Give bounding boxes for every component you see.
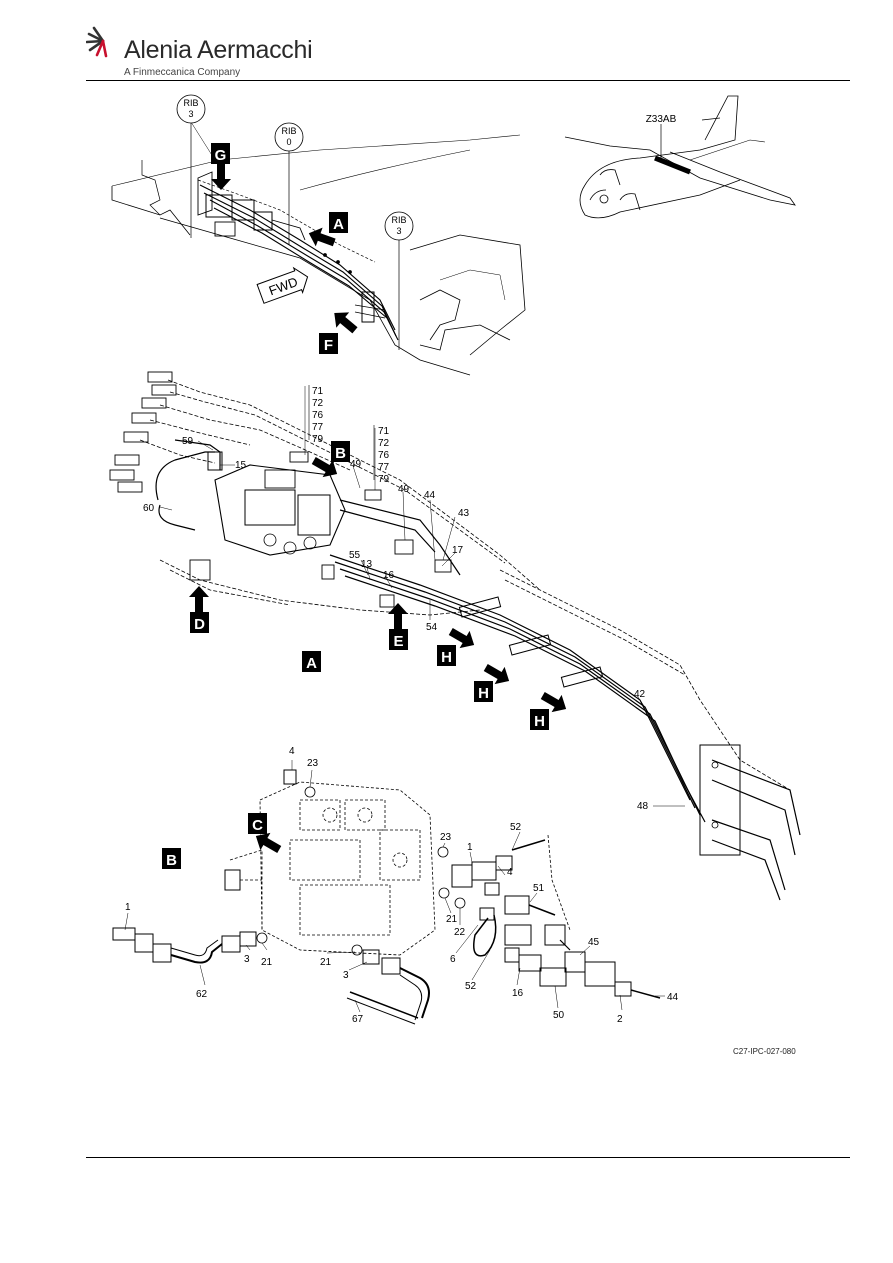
part-number-label: 16: [512, 988, 524, 999]
part-number-label: 21: [320, 957, 332, 968]
part-number-label: 16: [383, 570, 395, 581]
zone-label: Z33AB: [646, 114, 677, 125]
svg-text:H: H: [534, 713, 545, 730]
part-number-label: 17: [452, 545, 464, 556]
part-number-label: 42: [634, 689, 646, 700]
part-number-label: 43: [458, 508, 470, 519]
svg-text:G: G: [215, 147, 227, 164]
part-number-label: 15: [235, 460, 247, 471]
part-number-label: 52: [465, 981, 477, 992]
part-number-label: 67: [352, 1014, 364, 1025]
rib-callout: RIB 0: [274, 122, 304, 152]
rib-callout-line2: 3: [188, 109, 193, 119]
aircraft-locator-drawing: [564, 95, 796, 219]
part-number-label: 77: [378, 462, 390, 473]
part-number-label: 76: [312, 410, 324, 421]
rib-callout-line1: RIB: [391, 215, 406, 225]
svg-text:F: F: [324, 337, 333, 354]
page-header: Alenia Aermacchi A Finmeccanica Company: [0, 0, 893, 82]
part-number-label: 79: [378, 474, 390, 485]
part-number-label: 48: [637, 801, 649, 812]
part-number-label: 6: [450, 954, 456, 965]
view-flag-g: G: [211, 143, 230, 164]
view-flag-a: A: [329, 212, 348, 233]
part-number-label: 52: [510, 822, 522, 833]
rib-callout-line2: 0: [286, 137, 291, 147]
rib-callout-line1: RIB: [281, 126, 296, 136]
part-number-label: 50: [553, 1010, 565, 1021]
overview-wing-drawing: [111, 121, 526, 376]
part-number-label: 62: [196, 989, 208, 1000]
part-number-label: 13: [361, 559, 373, 570]
rib-callout: RIB 3: [176, 94, 206, 124]
detail-flag-b: B: [162, 848, 181, 869]
part-number-label: 76: [378, 450, 390, 461]
view-flag-f: F: [319, 333, 338, 354]
part-number-label: 1: [125, 902, 131, 913]
part-number-label: 21: [446, 914, 458, 925]
part-number-label: 72: [312, 398, 324, 409]
figure-reference-code: C27-IPC-027-080: [733, 1047, 796, 1056]
part-number-label: 54: [426, 622, 438, 633]
rib-callout-line1: RIB: [183, 98, 198, 108]
part-number-label: 49: [350, 459, 362, 470]
part-number-label: 45: [588, 937, 600, 948]
part-number-label: 3: [343, 970, 349, 981]
part-number-label: 23: [307, 758, 319, 769]
part-number-label: 22: [454, 927, 466, 938]
svg-text:B: B: [335, 445, 346, 462]
alenia-logo-icon: [86, 26, 108, 58]
part-number-label: 79: [312, 434, 324, 445]
svg-text:A: A: [306, 655, 317, 672]
svg-text:B: B: [166, 852, 177, 869]
footer-rule: [86, 1157, 850, 1158]
rib-callout: RIB 3: [384, 211, 414, 241]
svg-text:H: H: [441, 649, 452, 666]
view-flag-b: B: [331, 441, 350, 462]
part-number-label: 77: [312, 422, 324, 433]
part-number-label: 72: [378, 438, 390, 449]
detail-a-drawing: [109, 371, 801, 901]
svg-text:E: E: [393, 633, 403, 650]
header-rule: [86, 80, 850, 81]
rib-callout-line2: 3: [396, 226, 401, 236]
part-number-label: 23: [440, 832, 452, 843]
view-flag-h: H: [530, 709, 549, 730]
part-number-label: 4: [289, 746, 295, 757]
part-number-label: 21: [261, 957, 273, 968]
detail-flag-a: A: [302, 651, 321, 672]
svg-text:A: A: [333, 216, 344, 233]
view-flag-h: H: [474, 681, 493, 702]
svg-text:H: H: [478, 685, 489, 702]
part-number-label: 59: [182, 436, 194, 447]
svg-text:D: D: [194, 616, 205, 633]
part-number-label: 51: [533, 883, 545, 894]
part-number-label: 71: [312, 386, 324, 397]
part-number-label: 4: [507, 867, 513, 878]
detail-a-labels: 71 72 76 77 79 71 72 76 77 79 59 15 49 4…: [143, 386, 649, 812]
part-number-label: 49: [398, 484, 410, 495]
view-flag-h: H: [437, 645, 456, 666]
part-number-label: 55: [349, 550, 361, 561]
detail-b-labels: 4 23 23 52 1 4 51 21 22 45 6 1 3 21 21 3…: [125, 746, 679, 1025]
company-name: Alenia Aermacchi: [124, 36, 313, 64]
part-number-label: 1: [467, 842, 473, 853]
view-flag-c: C: [248, 813, 267, 834]
view-arrow-icon: [189, 586, 209, 613]
fwd-arrow-icon: FWD: [256, 266, 309, 304]
view-flag-d: D: [190, 612, 209, 633]
part-number-label: 2: [617, 1014, 623, 1025]
part-number-label: 44: [667, 992, 679, 1003]
company-subtitle: A Finmeccanica Company: [124, 67, 241, 78]
part-number-label: 44: [424, 490, 436, 501]
part-number-label: 60: [143, 503, 155, 514]
detail-b-drawing: [112, 760, 665, 1025]
part-number-label: 71: [378, 426, 390, 437]
svg-text:C: C: [252, 817, 263, 834]
part-number-label: 3: [244, 954, 250, 965]
view-flag-e: E: [389, 629, 408, 650]
